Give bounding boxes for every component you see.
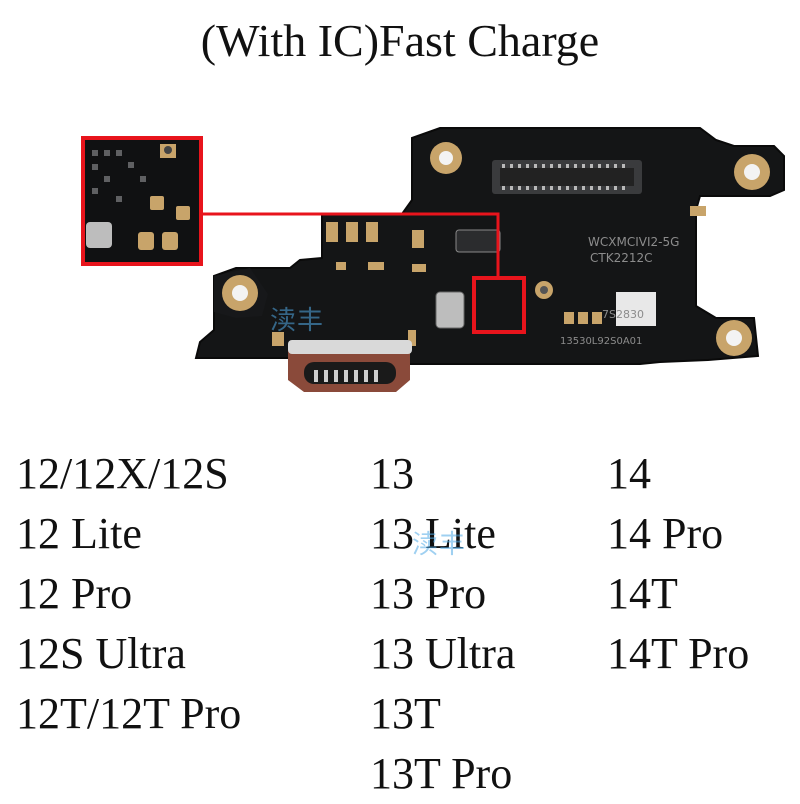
qr-code <box>616 292 656 326</box>
mount-hole-left <box>222 275 258 311</box>
model-column-3: 14 14 Pro 14T 14T Pro <box>607 444 749 684</box>
usb-c-port <box>288 340 412 392</box>
model-item: 13T <box>370 689 441 738</box>
antenna-connector <box>535 281 553 299</box>
model-column-2: 13 13 Lite 13 Pro 13 Ultra 13T 13T Pro <box>370 444 515 804</box>
board-label-model: WCXMCIVI2-5G <box>588 235 679 249</box>
model-item: 12/12X/12S <box>16 449 229 498</box>
model-item: 12T/12T Pro <box>16 689 242 738</box>
model-item: 14 Pro <box>607 509 724 558</box>
model-item: 13T Pro <box>370 749 513 798</box>
mount-hole-right-bottom <box>716 320 752 356</box>
board-label-small: 7S2830 <box>602 308 644 321</box>
watermark: 渎丰 <box>270 306 325 336</box>
charging-port-board-image: WCXMCIVI2-5G CTK2212C 7S2830 13530L92S0A… <box>81 127 785 392</box>
mount-hole-right-top <box>734 154 770 190</box>
model-item: 14T <box>607 569 678 618</box>
watermark: 渎丰 <box>412 530 467 560</box>
page-title: (With IC)Fast Charge <box>200 15 600 66</box>
pcb-pads <box>272 206 706 346</box>
mount-hole-top <box>430 142 462 174</box>
model-item: 13 Pro <box>370 569 487 618</box>
model-column-1: 12/12X/12S 12 Lite 12 Pro 12S Ultra 12T/… <box>16 444 241 744</box>
model-item: 12 Pro <box>16 569 133 618</box>
model-item: 14T Pro <box>607 629 750 678</box>
highlight-connector-line <box>202 212 500 278</box>
model-item: 12 Lite <box>16 509 142 558</box>
board-label-serial: 13530L92S0A01 <box>560 336 642 347</box>
model-item: 14 <box>607 449 651 498</box>
model-item: 13 Ultra <box>370 629 516 678</box>
microphone <box>435 291 465 329</box>
btb-connector <box>492 160 642 194</box>
model-item: 13 <box>370 449 414 498</box>
pcb-chip <box>455 229 501 253</box>
model-item: 13 Lite <box>370 509 496 558</box>
model-item: 12S Ultra <box>16 629 186 678</box>
board-label-code: CTK2212C <box>590 251 653 265</box>
zoom-inset <box>81 136 203 266</box>
